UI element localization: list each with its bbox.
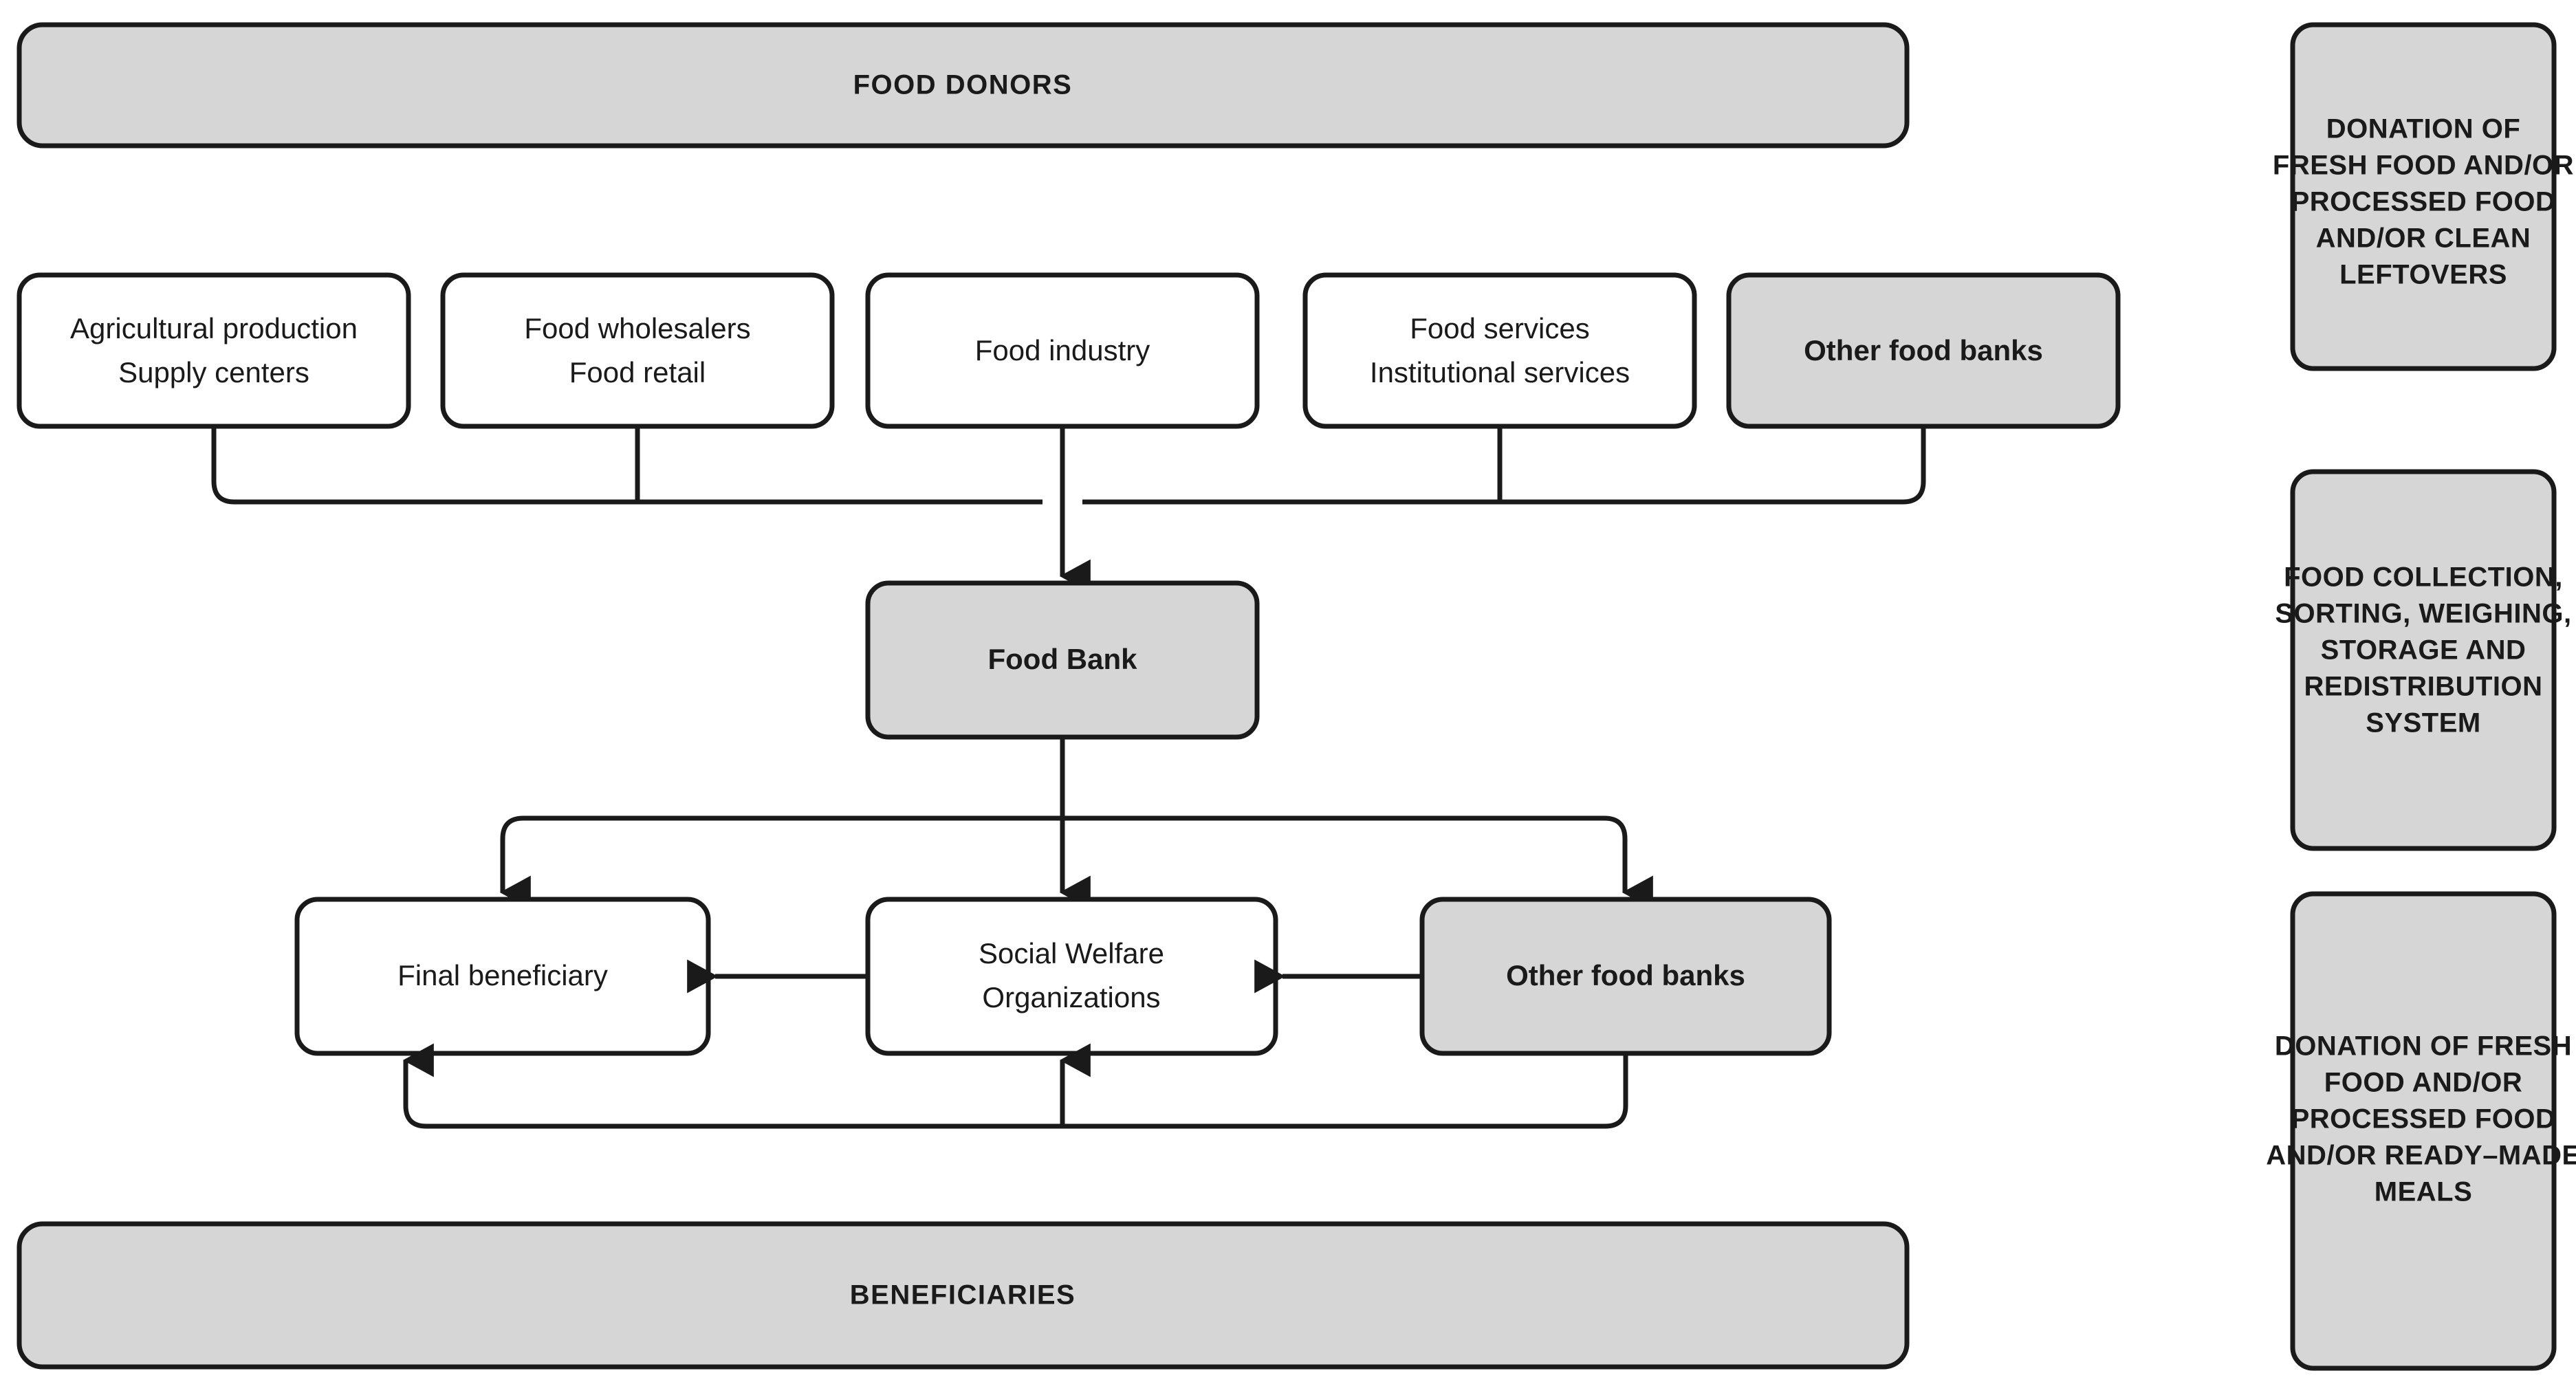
side-panel-donation-intake-line-4: AND/OR CLEAN [2316,223,2531,254]
node-social-welfare-line-2: Organizations [982,981,1160,1013]
side-panel-donation-intake-line-2: FRESH FOOD AND/OR [2273,151,2574,181]
side-panel-distribution: DONATION OF FRESH FOOD AND/OR PROCESSED … [2266,891,2576,1371]
donor-food-services-line-2: Institutional services [1370,356,1630,388]
donor-food-wholesalers-line-1: Food wholesalers [524,312,750,344]
donor-food-wholesalers-rect[interactable] [440,272,835,429]
donor-food-services[interactable]: Food services Institutional services [1302,272,1697,429]
donor-food-wholesalers[interactable]: Food wholesalers Food retail [440,272,835,429]
node-other-food-banks-bottom[interactable]: Other food banks [1419,897,1832,1056]
side-panel-processing-line-2: SORTING, WEIGHING, [2275,599,2571,629]
side-panel-distribution-rect [2290,891,2557,1371]
side-panel-processing-line-5: SYSTEM [2366,708,2480,738]
node-food-bank-label: Food Bank [988,643,1138,675]
donor-agricultural-production-line-2: Supply centers [118,356,309,388]
side-panel-distribution-line-5: MEALS [2375,1177,2473,1207]
node-final-beneficiary-label: Final beneficiary [397,959,608,991]
donor-agricultural-production-line-1: Agricultural production [70,312,358,344]
side-panel-distribution-line-1: DONATION OF FRESH [2275,1031,2572,1062]
side-panel-donation-intake-line-3: PROCESSED FOOD [2291,187,2556,217]
side-panel-donation-intake-rect [2290,22,2557,371]
band-food-donors-label: FOOD DONORS [853,70,1073,100]
band-beneficiaries-label: BENEFICIARIES [850,1280,1076,1310]
band-beneficiaries-rect [17,1221,1910,1370]
node-food-bank[interactable]: Food Bank [865,580,1260,740]
side-panel-processing-line-1: FOOD COLLECTION, [2284,562,2563,593]
side-panel-distribution-line-2: FOOD AND/OR [2324,1068,2522,1098]
donor-food-services-rect[interactable] [1302,272,1697,429]
donor-agricultural-production-rect[interactable] [17,272,411,429]
donor-food-industry[interactable]: Food industry [865,272,1260,429]
side-panel-distribution-line-3: PROCESSED FOOD [2291,1104,2556,1134]
band-beneficiaries: BENEFICIARIES [17,1221,1910,1370]
side-panel-donation-intake-line-5: LEFTOVERS [2339,260,2507,290]
distribution-bus [499,737,1653,910]
donor-food-wholesalers-line-2: Food retail [569,356,706,388]
node-social-welfare-line-1: Social Welfare [979,937,1164,969]
link-feedback-to-final-beneficiary [402,1043,1628,1129]
side-panel-donation-intake-line-1: DONATION OF [2326,114,2521,144]
side-panel-distribution-line-4: AND/OR READY–MADE [2266,1141,2576,1171]
side-panel-processing-line-4: REDISTRIBUTION [2304,672,2543,702]
donor-other-food-banks-line-1: Other food banks [1804,334,2043,366]
donor-food-industry-line-1: Food industry [975,334,1150,366]
side-panel-donation-intake: DONATION OF FRESH FOOD AND/OR PROCESSED … [2273,22,2574,371]
donor-food-services-line-1: Food services [1410,312,1589,344]
band-food-donors: FOOD DONORS [17,22,1910,149]
donor-other-food-banks[interactable]: Other food banks [1726,272,2121,429]
side-panel-processing-rect [2290,469,2557,851]
link-other-banks-to-bus [1082,426,1926,505]
donor-agricultural-production[interactable]: Agricultural production Supply centers [17,272,411,429]
node-social-welfare-organizations-rect[interactable] [865,897,1278,1056]
side-panel-processing-line-3: STORAGE AND [2321,635,2526,666]
link-dist-bus-to-final-beneficiary [499,815,1062,910]
node-social-welfare-organizations[interactable]: Social Welfare Organizations [865,897,1278,1056]
side-panel-processing: FOOD COLLECTION, SORTING, WEIGHING, STOR… [2275,469,2571,851]
feedback-loop [402,1043,1628,1129]
band-food-donors-rect [17,22,1910,149]
node-other-food-banks-bottom-label: Other food banks [1506,959,1745,991]
collection-bus [211,426,1926,593]
node-final-beneficiary[interactable]: Final beneficiary [294,897,711,1056]
link-dist-bus-to-other-food-banks [1062,815,1653,910]
link-agricultural-to-bus [211,426,1043,505]
